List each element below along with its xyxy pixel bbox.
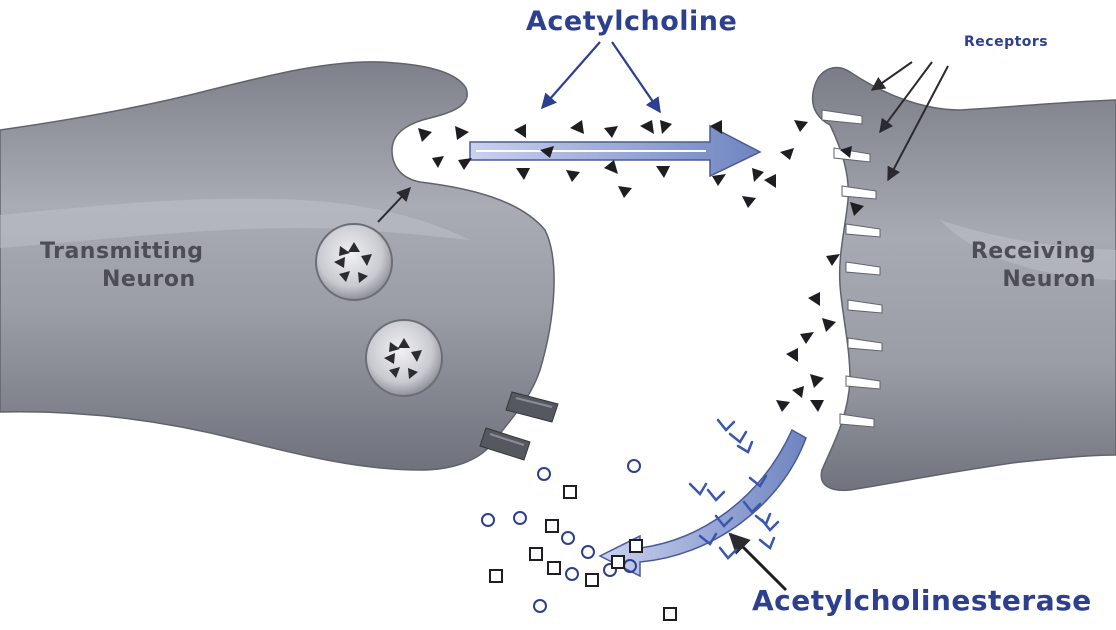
transmitting-neuron-highlight (0, 198, 470, 248)
receiving-neuron-label: Receiving Neuron (960, 238, 1096, 294)
receptors-label: Receptors (964, 34, 1049, 50)
transmitting-neuron-label: Transmitting Neuron (40, 238, 204, 294)
receptor-pointer-arrows (870, 61, 949, 182)
reuptake-channel-lower (479, 427, 531, 461)
receiving-neuron-highlight (940, 220, 1116, 280)
vesicle-lower (365, 319, 443, 397)
receiving-label-line2: Neuron (1002, 267, 1096, 292)
receiving-label-line1: Receiving (970, 239, 1096, 264)
breakdown-flow-arrow (598, 428, 807, 578)
vesicle-release-arrow (377, 186, 411, 223)
acetate-products (489, 485, 677, 621)
acetylcholinesterase-label: Acetylcholinesterase (752, 584, 1092, 617)
acetylcholine-label: Acetylcholine (526, 6, 738, 37)
transmitting-label-line1: Transmitting (40, 239, 204, 264)
transmission-flow-arrow (469, 124, 762, 178)
enzyme-markers (688, 418, 780, 560)
enzyme-pointer-arrow (728, 532, 788, 592)
receptor-sites (821, 109, 883, 428)
reuptake-channel-upper (505, 391, 559, 423)
vesicle-upper (315, 223, 393, 301)
acetylcholine-molecules (418, 120, 864, 412)
choline-products (481, 459, 641, 613)
acetylcholine-pointer-arrows (540, 41, 661, 114)
transmitting-label-line2: Neuron (102, 267, 196, 292)
